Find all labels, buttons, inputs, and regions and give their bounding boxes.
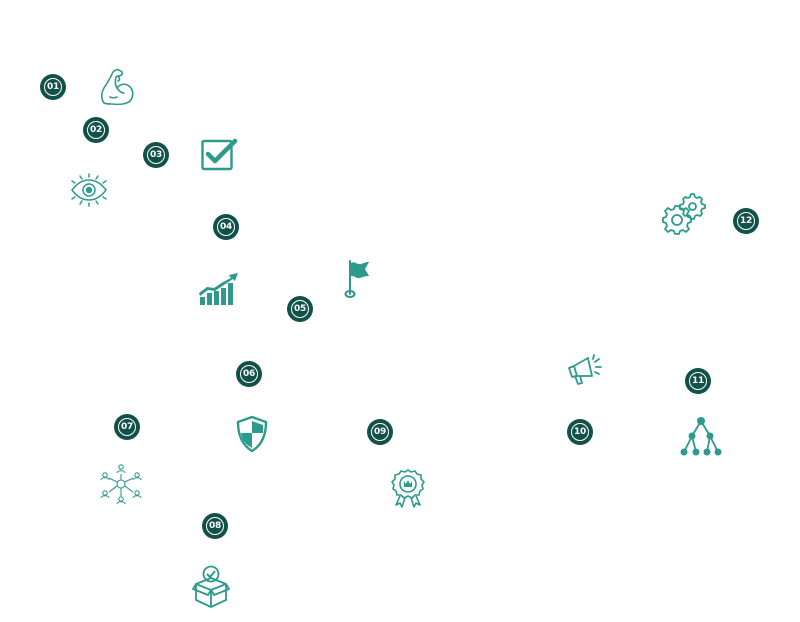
- shield-icon: [234, 415, 270, 453]
- step-badge-02: 02: [83, 117, 109, 143]
- box-check-icon: [192, 564, 230, 610]
- award-ribbon-icon: [390, 468, 426, 508]
- step-badge-01: 01: [40, 74, 66, 100]
- step-number: 07: [121, 422, 133, 432]
- step-number: 09: [374, 427, 386, 437]
- megaphone-icon: [566, 354, 604, 386]
- growth-chart-icon: [197, 271, 241, 307]
- step-number: 03: [150, 150, 162, 160]
- step-number: 06: [243, 369, 255, 379]
- eye-icon: [68, 173, 110, 207]
- step-badge-10: 10: [567, 419, 593, 445]
- step-number: 05: [294, 304, 306, 314]
- step-badge-05: 05: [287, 296, 313, 322]
- step-number: 10: [574, 427, 586, 437]
- step-number: 02: [90, 125, 102, 135]
- step-badge-06: 06: [236, 361, 262, 387]
- checkbox-icon: [200, 138, 238, 172]
- step-number: 04: [220, 222, 232, 232]
- step-badge-03: 03: [143, 142, 169, 168]
- step-badge-07: 07: [114, 414, 140, 440]
- step-number: 08: [209, 521, 221, 531]
- flag-icon: [342, 258, 372, 300]
- step-badge-12: 12: [733, 208, 759, 234]
- step-badge-11: 11: [685, 368, 711, 394]
- step-badge-04: 04: [213, 214, 239, 240]
- step-number: 12: [740, 216, 752, 226]
- step-badge-08: 08: [202, 513, 228, 539]
- step-number: 11: [692, 376, 704, 386]
- muscle-arm-icon: [98, 67, 136, 107]
- team-network-icon: [99, 463, 143, 505]
- hierarchy-icon: [679, 414, 723, 458]
- step-badge-09: 09: [367, 419, 393, 445]
- step-number: 01: [47, 82, 59, 92]
- gears-icon: [660, 192, 706, 238]
